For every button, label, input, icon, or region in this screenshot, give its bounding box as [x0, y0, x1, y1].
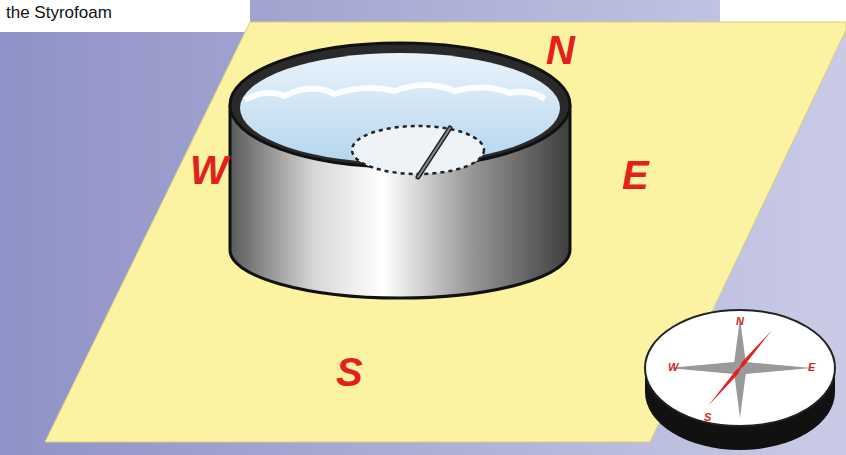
direction-letter: E — [622, 155, 649, 195]
paper-sheet — [45, 22, 846, 442]
compass-letter: E — [808, 362, 815, 373]
compass-letter: N — [736, 316, 744, 327]
compass-face — [645, 310, 835, 426]
styrofoam-disc — [352, 126, 484, 174]
direction-letter: N — [546, 30, 575, 70]
compass-needle — [738, 330, 772, 370]
needle — [418, 128, 450, 177]
compass-letter: W — [668, 362, 678, 373]
direction-letter: S — [336, 352, 363, 392]
compass-letter: S — [704, 412, 711, 423]
direction-letter: W — [190, 150, 228, 190]
caption-text: the Styrofoam — [6, 4, 112, 21]
caption-panel — [0, 0, 250, 32]
